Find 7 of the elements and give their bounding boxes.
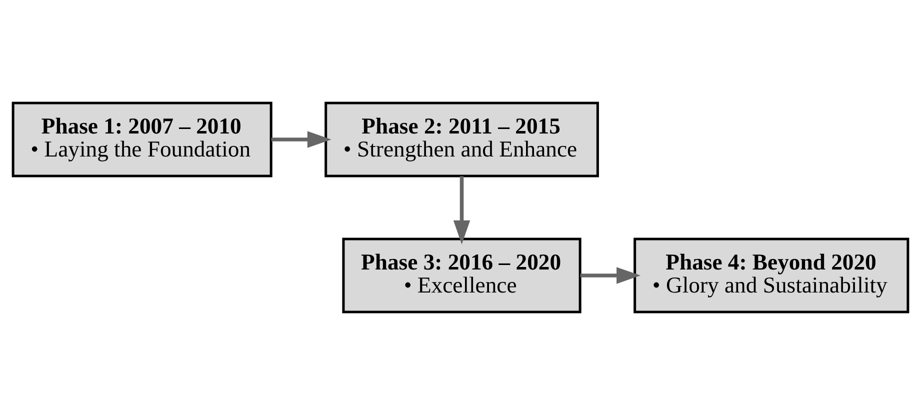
arrow xyxy=(271,130,332,148)
node-box: Phase 1: 2007 – 2010 • Laying the Foundation xyxy=(12,101,272,177)
node-box: Phase 4: Beyond 2020 • Glory and Sustainability xyxy=(634,237,910,313)
arrow xyxy=(453,176,470,244)
arrow xyxy=(580,266,640,284)
node-box: Phase 3: 2016 – 2020 • Excellence xyxy=(342,237,582,313)
node-box: Phase 2: 2011 – 2015 • Strengthen and Enhance xyxy=(324,101,599,177)
